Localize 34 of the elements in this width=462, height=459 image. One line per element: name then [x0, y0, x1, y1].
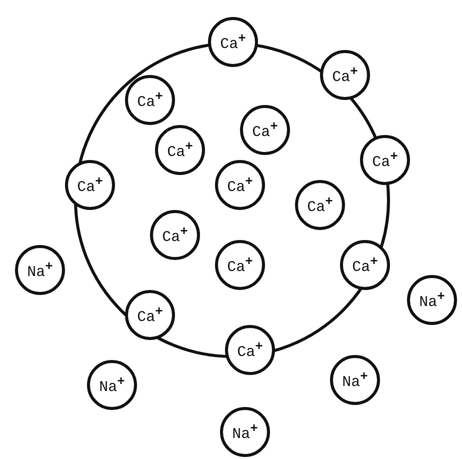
ion-circle [87, 360, 137, 410]
ion-circle [225, 325, 275, 375]
ion-circle [215, 160, 265, 210]
ion-label: Ca$^{+}$ [372, 149, 398, 171]
ion-circle [295, 180, 345, 230]
ion-label: Na$^{+}$ [27, 259, 53, 281]
ion-label: Ca$^{+}$ [352, 254, 378, 276]
ion-circle [360, 135, 410, 185]
ion-label: Ca$^{+}$ [220, 31, 246, 53]
ion-circle [240, 105, 290, 155]
ion-label: Na$^{+}$ [99, 374, 125, 396]
ion-circle [330, 355, 380, 405]
ion-label: Ca$^{+}$ [307, 194, 333, 216]
ion-circle [15, 245, 65, 295]
ion-circle [407, 275, 457, 325]
ion-label: Ca$^{+}$ [137, 304, 163, 326]
ion-label: Ca$^{+}$ [227, 174, 253, 196]
ion-label: Ca$^{+}$ [77, 174, 103, 196]
ion-label: Na$^{+}$ [419, 289, 445, 311]
ion-label: Ca$^{+}$ [167, 139, 193, 161]
ion-label: Ca$^{+}$ [332, 64, 358, 86]
ion-label: Na$^{+}$ [232, 421, 258, 443]
ion-circle [208, 17, 258, 67]
ion-circle [65, 160, 115, 210]
ion-circle [220, 407, 270, 457]
ion-label: Ca$^{+}$ [252, 119, 278, 141]
ion-label: Na$^{+}$ [342, 369, 368, 391]
ion-label: Ca$^{+}$ [137, 89, 163, 111]
ion-label: Ca$^{+}$ [227, 254, 253, 276]
ion-label: Ca$^{+}$ [162, 224, 188, 246]
ion-circle [155, 125, 205, 175]
ion-label: Ca$^{+}$ [237, 339, 263, 361]
ion-circle [150, 210, 200, 260]
ion-circle [215, 240, 265, 290]
